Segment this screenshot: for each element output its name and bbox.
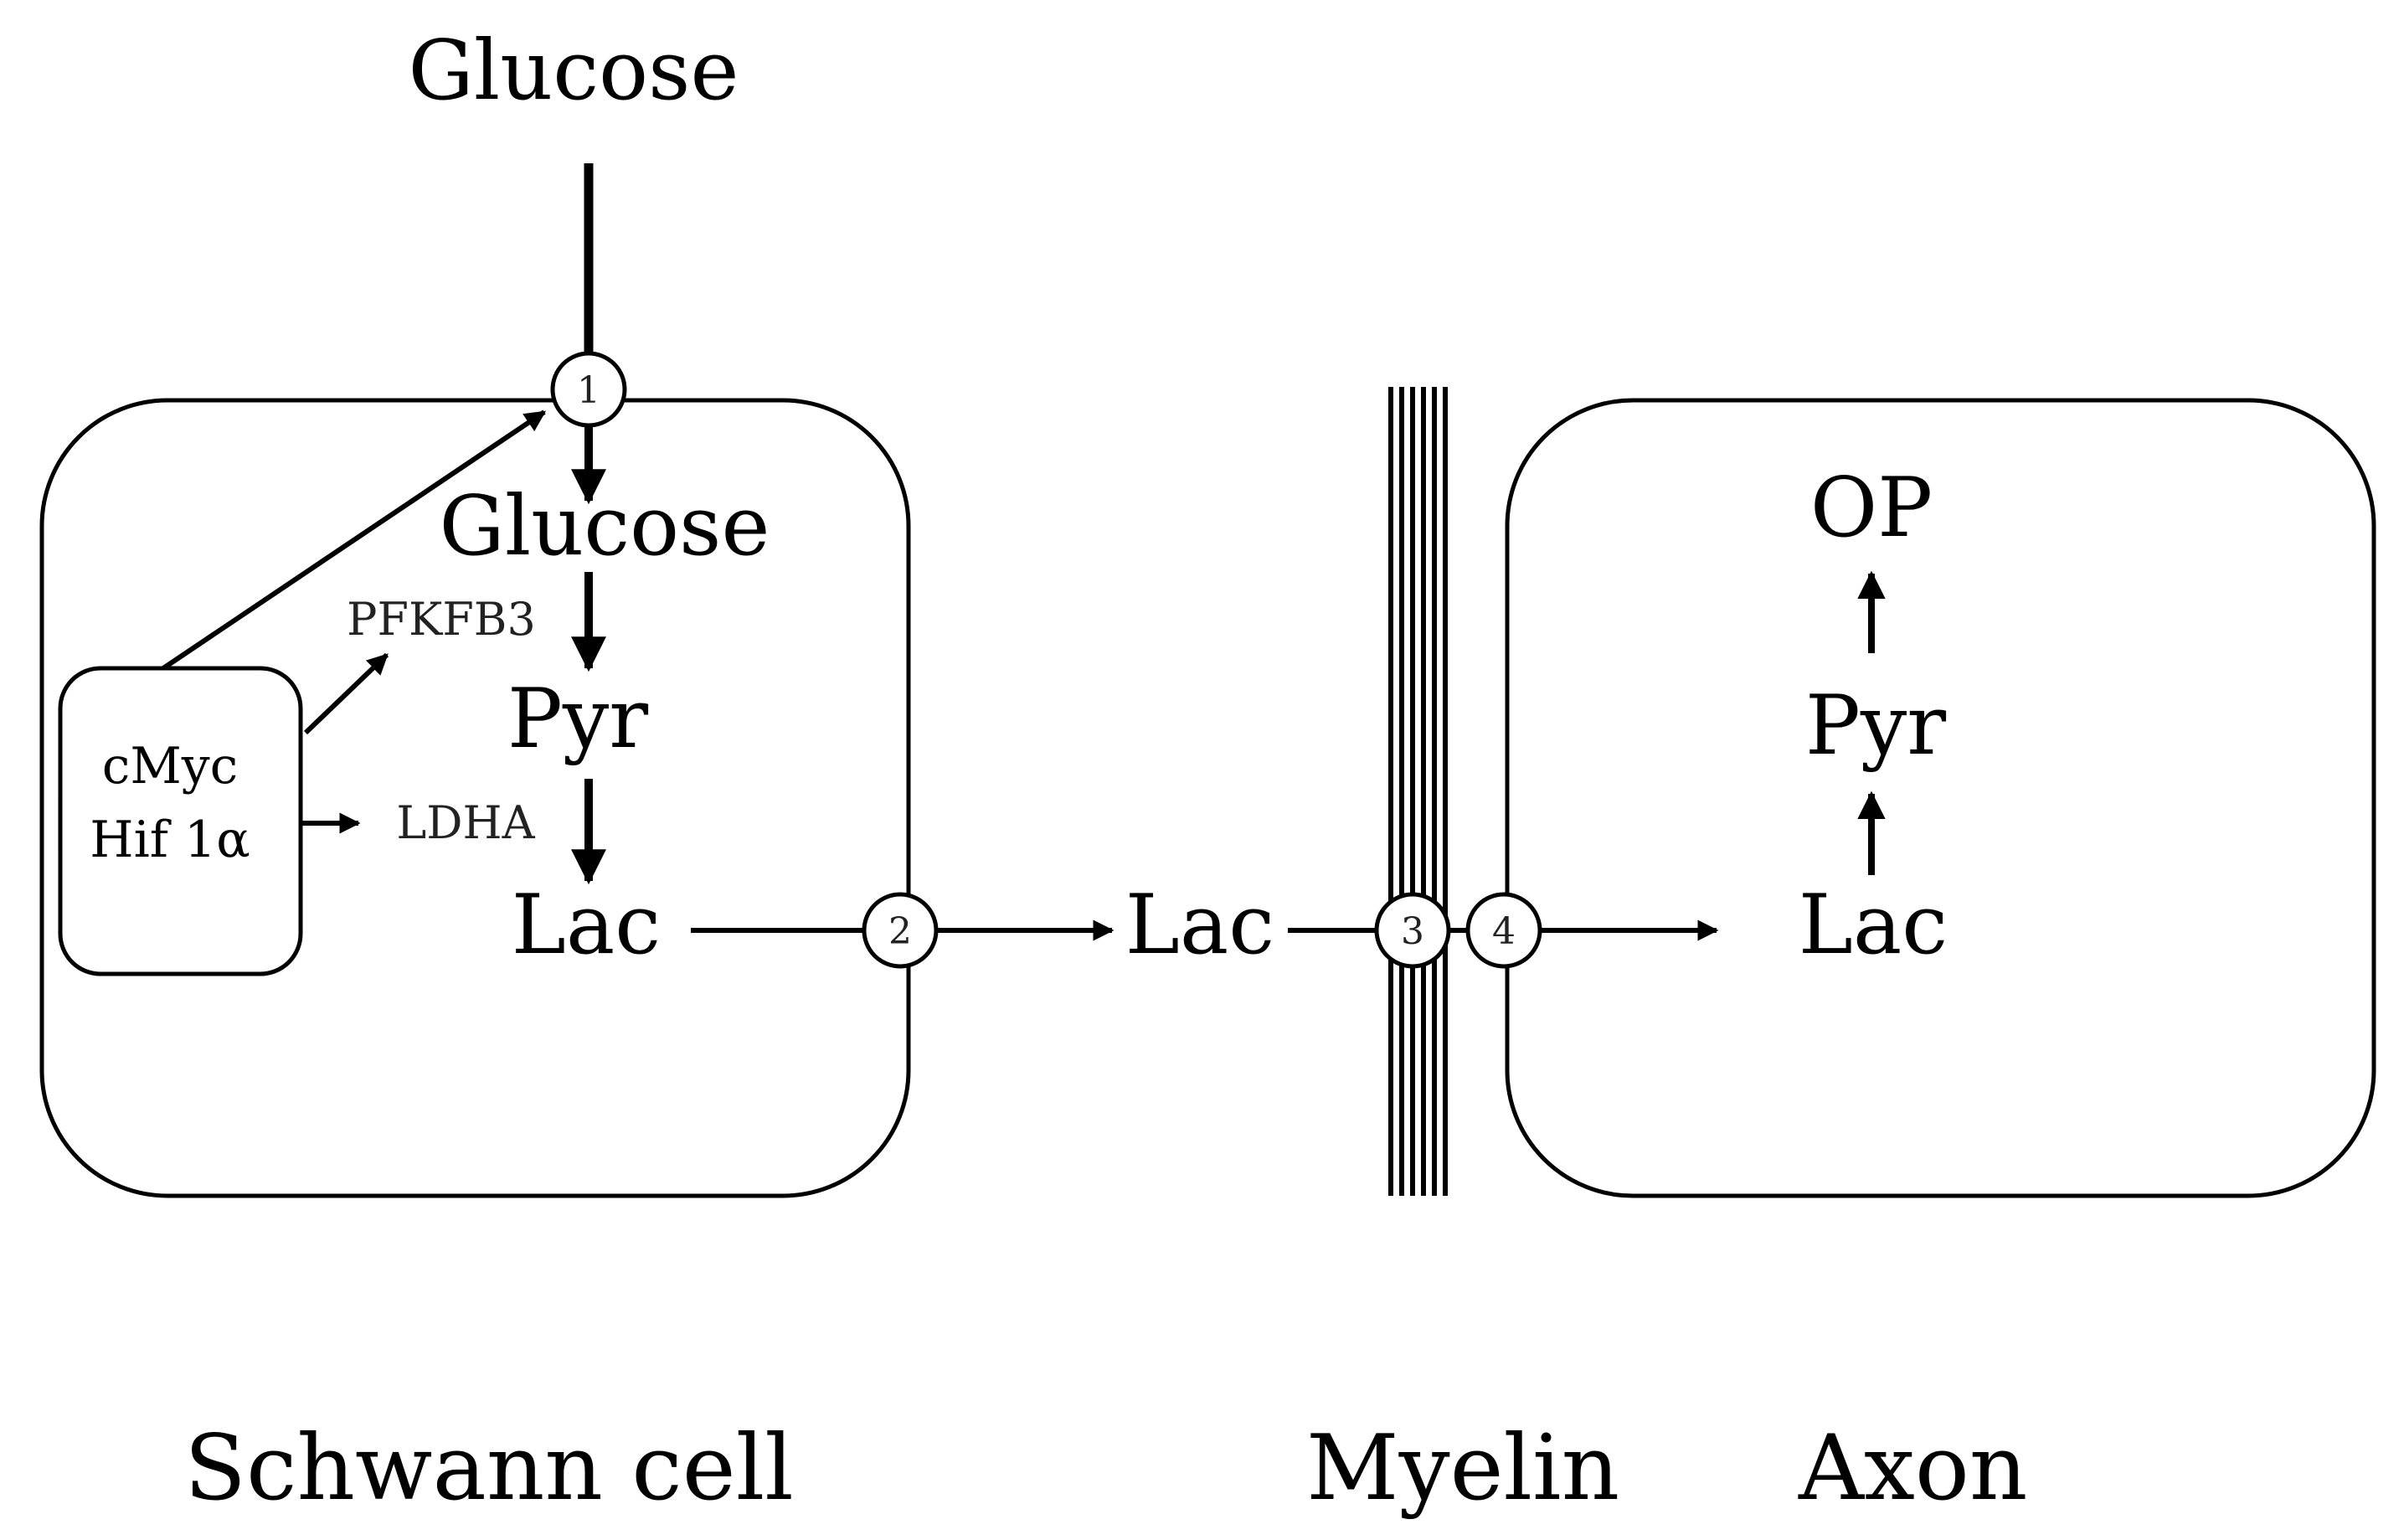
svg-text:3: 3 — [1401, 910, 1424, 953]
axon-outline — [1505, 398, 2376, 1198]
glucose-outside-label: Glucose — [409, 23, 739, 119]
cmyc-to-pfkfb3-arrow — [303, 652, 389, 735]
svg-text:4: 4 — [1492, 910, 1516, 953]
cmyc-hif-box — [58, 666, 303, 976]
lac-extracellular-label: Lac — [1125, 878, 1274, 973]
pyr-schwann-label: Pyr — [507, 672, 648, 767]
myelin-layers — [1388, 387, 1448, 1196]
svg-text:1: 1 — [577, 369, 600, 412]
pfkfb3-label: PFKFB3 — [347, 593, 536, 646]
transporter-3: 3 — [1374, 892, 1451, 969]
cmyc-label: cMyc — [102, 737, 239, 796]
transporter-1: 1 — [550, 351, 627, 428]
cmyc-to-transporter-arrow — [162, 409, 547, 671]
axon-caption: Axon — [1798, 1416, 2027, 1521]
myelin-caption: Myelin — [1306, 1416, 1619, 1521]
lac-schwann-label: Lac — [512, 878, 661, 973]
transporter-2: 2 — [862, 892, 939, 969]
svg-text:2: 2 — [888, 910, 912, 953]
schwann-cell-outline — [39, 398, 911, 1198]
ldha-label: LDHA — [396, 796, 535, 849]
schwann-cell-caption: Schwann cell — [184, 1416, 794, 1521]
transporter-4: 4 — [1465, 892, 1542, 969]
pyr-axon-label: Pyr — [1805, 678, 1946, 774]
lac-axon-label: Lac — [1799, 878, 1948, 973]
op-axon-label: OP — [1810, 461, 1933, 556]
glucose-inside-label: Glucose — [440, 479, 770, 574]
hif-label: Hif 1α — [90, 811, 250, 869]
